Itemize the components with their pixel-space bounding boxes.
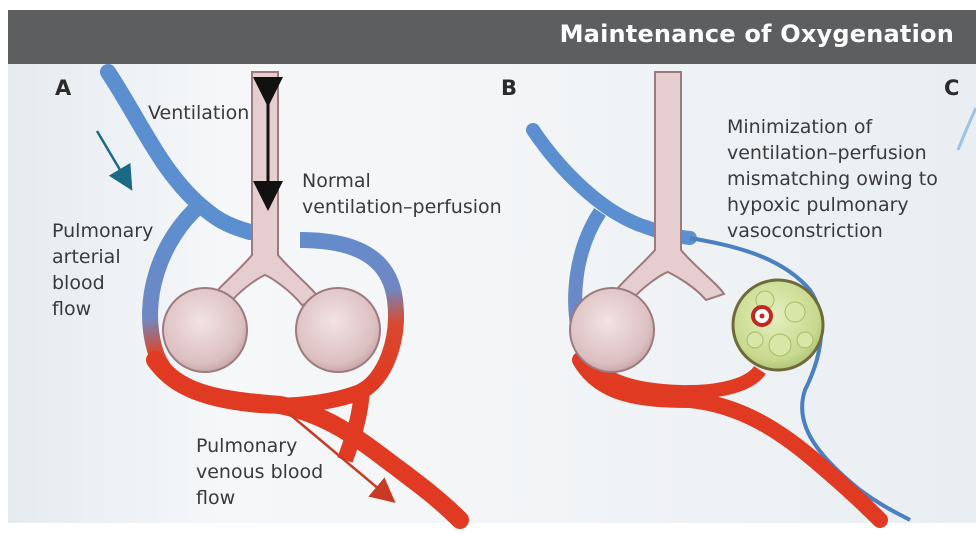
alveolus-fluid-filled-b [733, 280, 823, 370]
panel-c-vessel [958, 108, 976, 150]
arterial-flow-arrow [97, 131, 126, 180]
label-normal-vp: Normal ventilation–perfusion [302, 168, 502, 220]
target-marker-center [760, 314, 765, 319]
fluid-bubble [797, 332, 813, 348]
pulmonary-artery [108, 72, 250, 232]
constricted-vessel-b [690, 238, 910, 520]
fluid-bubble [769, 334, 791, 356]
alveolus-left [163, 288, 247, 372]
label-arterial-flow: Pulmonary arterial blood flow [52, 218, 153, 322]
label-minimization: Minimization of ventilation–perfusion mi… [727, 114, 938, 244]
alveolus-right [296, 288, 380, 372]
fluid-bubble [747, 332, 763, 348]
airway-tube-b [612, 72, 724, 302]
panel-letter-b: B [501, 76, 517, 100]
alveolus-left-b [570, 288, 654, 372]
label-venous-flow: Pulmonary venous blood flow [196, 433, 323, 511]
panel-letter-a: A [55, 76, 71, 100]
fluid-bubble [785, 302, 805, 322]
panel-letter-c: C [944, 76, 959, 100]
label-ventilation: Ventilation [148, 100, 249, 126]
